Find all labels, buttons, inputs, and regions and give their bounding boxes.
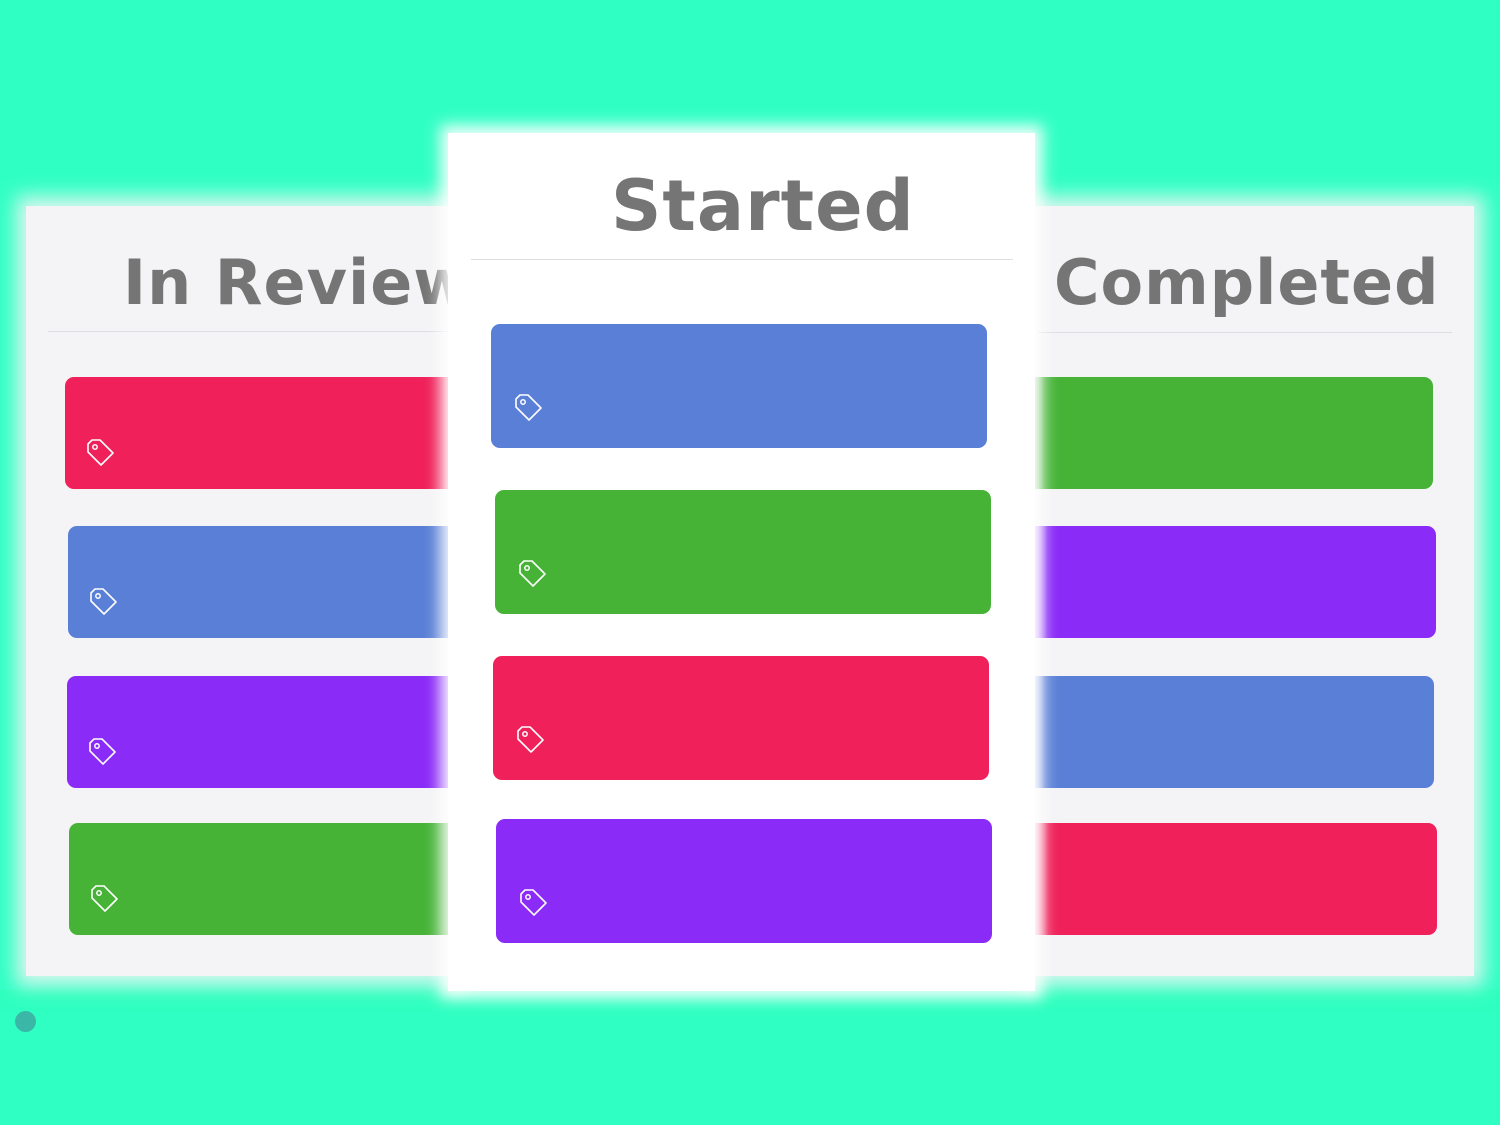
background-band bbox=[0, 990, 1500, 1030]
card-edge-fade bbox=[1034, 823, 1048, 935]
tag-icon bbox=[86, 584, 120, 618]
task-card[interactable] bbox=[65, 377, 457, 489]
tag-icon bbox=[87, 881, 121, 915]
task-card[interactable] bbox=[1031, 676, 1434, 788]
task-card[interactable] bbox=[495, 490, 991, 614]
column-title: Completed bbox=[1054, 246, 1440, 319]
column-divider bbox=[1038, 332, 1452, 333]
tag-icon bbox=[83, 435, 117, 469]
tag-icon bbox=[516, 885, 550, 919]
task-card[interactable] bbox=[1033, 526, 1436, 638]
column-in-review: In Review bbox=[26, 206, 471, 976]
task-card[interactable] bbox=[67, 676, 459, 788]
task-card[interactable] bbox=[69, 823, 461, 935]
tag-icon bbox=[85, 734, 119, 768]
status-indicator-dot bbox=[15, 1011, 36, 1032]
task-card[interactable] bbox=[1034, 823, 1437, 935]
column-completed: Completed bbox=[1030, 206, 1474, 976]
card-edge-fade bbox=[1033, 526, 1047, 638]
column-divider bbox=[48, 331, 458, 332]
tag-icon bbox=[513, 722, 547, 756]
task-card[interactable] bbox=[493, 656, 989, 780]
tag-icon bbox=[511, 390, 545, 424]
tag-icon bbox=[515, 556, 549, 590]
column-started: Started bbox=[448, 133, 1035, 991]
task-card[interactable] bbox=[491, 324, 987, 448]
task-card[interactable] bbox=[496, 819, 992, 943]
task-card[interactable] bbox=[68, 526, 460, 638]
column-title: Started bbox=[611, 165, 915, 247]
column-divider bbox=[471, 259, 1013, 260]
task-card[interactable] bbox=[1030, 377, 1433, 489]
column-title: In Review bbox=[123, 246, 472, 319]
